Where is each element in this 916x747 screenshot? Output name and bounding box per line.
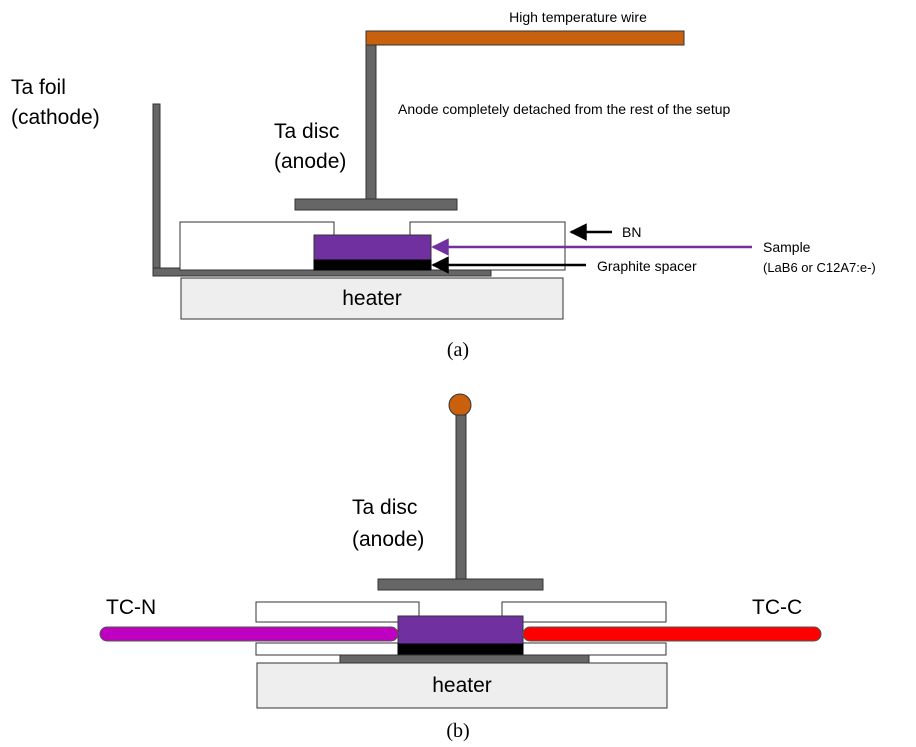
bn-label: BN (622, 224, 641, 240)
sample-a (313, 234, 432, 261)
panel-b: heater Ta disc (anode) TC-N TC-C (b) (99, 393, 822, 742)
bn-left-lower (255, 642, 399, 656)
ta-base-plate-b (339, 654, 590, 664)
anode-rod-b (455, 414, 467, 581)
panel-a: heater High temperature wire Anode compl… (11, 9, 876, 361)
heater-b (256, 662, 668, 709)
anode-label-a-line1: Ta disc (274, 120, 339, 143)
sample-label-line1: Sample (763, 239, 811, 255)
wire-cross-section (448, 393, 472, 417)
cathode-label-line2: (cathode) (11, 106, 100, 129)
thermocouple-tc-n (99, 626, 399, 642)
sample-b (397, 615, 524, 645)
spacer-label: Graphite spacer (597, 258, 697, 274)
bn-right-upper (501, 601, 667, 623)
anode-label-a-line2: (anode) (274, 150, 346, 173)
caption-b: (b) (446, 720, 469, 742)
sample-label-line2: (LaB6 or C12A7:e-) (763, 260, 876, 275)
tc-c-label: TC-C (752, 596, 802, 619)
ta-disc-anode-b (377, 578, 544, 591)
graphite-spacer-b (397, 643, 524, 656)
bn-left-upper (255, 601, 420, 623)
anode-label-b-line2: (anode) (352, 528, 424, 551)
heater-a (180, 277, 564, 320)
tc-n-label: TC-N (106, 596, 156, 619)
cathode-label-line1: Ta foil (11, 76, 66, 99)
high-temperature-wire (365, 30, 685, 46)
heater-label-a: heater (342, 287, 402, 310)
anode-detached-note: Anode completely detached from the rest … (398, 101, 731, 117)
ta-foil-cathode (152, 103, 161, 275)
wire-label: High temperature wire (509, 9, 647, 25)
ta-disc-anode-a (294, 198, 458, 211)
graphite-spacer-a (313, 259, 432, 271)
caption-a: (a) (447, 339, 469, 361)
anode-label-b-line1: Ta disc (352, 496, 417, 519)
thermocouple-tc-c (522, 626, 822, 642)
heater-label-b: heater (432, 674, 492, 697)
anode-rod-a (365, 44, 377, 201)
bn-right-lower (522, 642, 667, 656)
